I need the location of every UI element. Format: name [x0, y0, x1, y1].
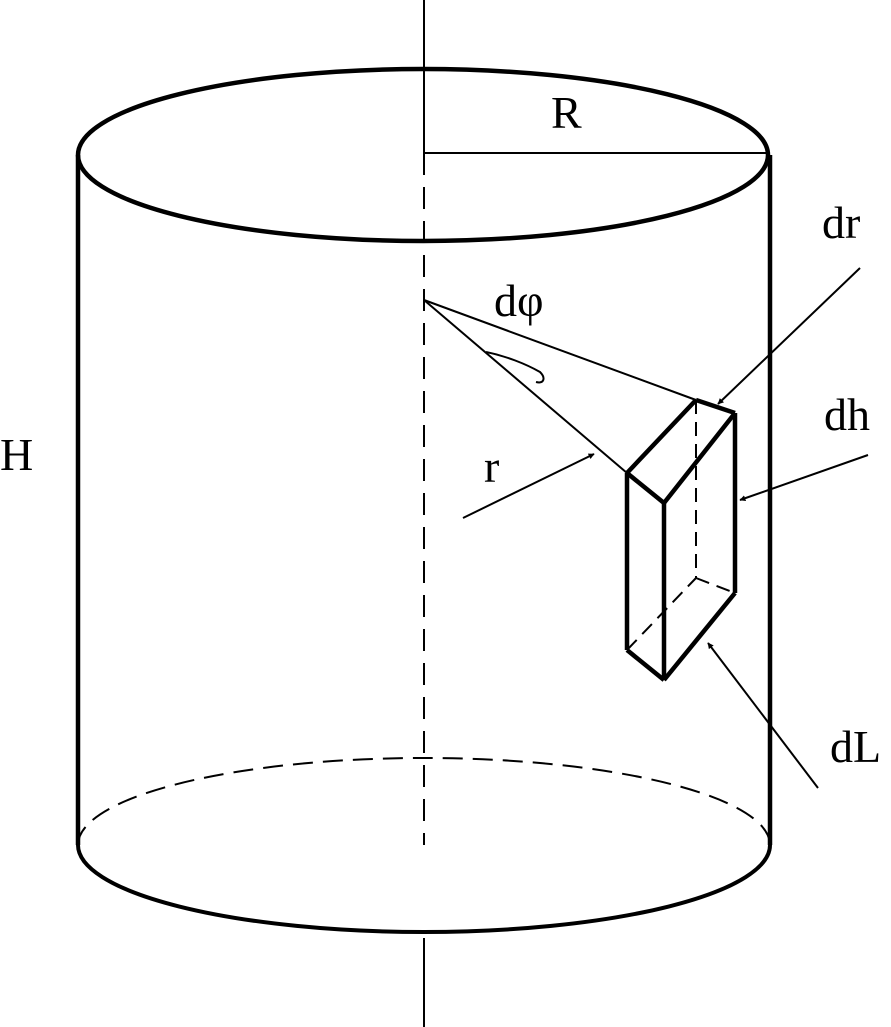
bottom-ellipse-front — [76, 844, 772, 934]
bottom-ellipse-back-dashed — [77, 757, 771, 846]
radial-line-upper — [423, 299, 697, 401]
arrow-dr — [717, 267, 861, 405]
angle-arc — [485, 351, 545, 384]
label-element-height: dh — [824, 389, 870, 440]
arrow-dh — [739, 454, 869, 502]
label-element-radius: r — [484, 441, 499, 492]
label-radial-thickness: dr — [822, 197, 860, 248]
arrow-r — [462, 453, 595, 519]
label-radius: R — [551, 87, 582, 138]
radial-line-lower — [423, 299, 628, 474]
volume-element — [624, 397, 738, 682]
label-arc-length: dL — [830, 721, 881, 772]
arrow-dl — [707, 642, 819, 789]
label-angle: dφ — [494, 275, 544, 326]
label-height: H — [0, 429, 33, 480]
